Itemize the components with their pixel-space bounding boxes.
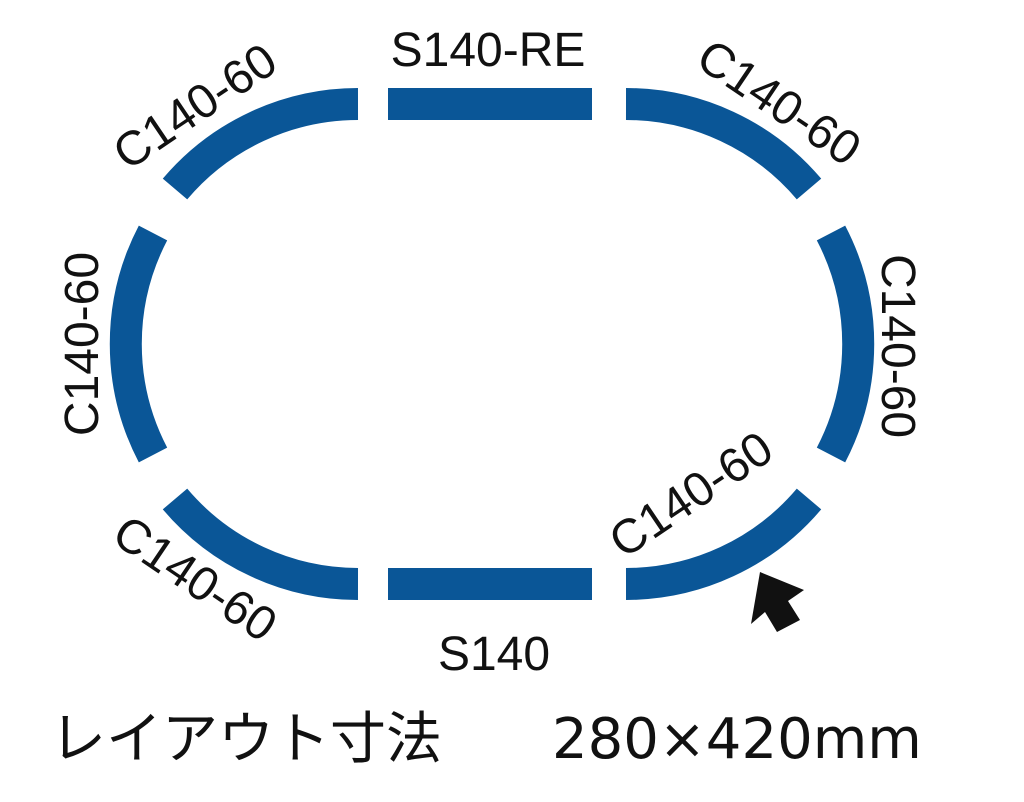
- layout-dimensions-label: レイアウト寸法: [50, 707, 442, 772]
- track-piece-curve-top-left: [162, 88, 359, 200]
- track-label-straight-bottom: S140: [438, 628, 550, 681]
- arrow-up-right-icon: [751, 572, 804, 632]
- track-piece-curve-mid-left: [109, 225, 168, 463]
- track-piece-curve-top-right: [625, 88, 822, 200]
- track-label-curve-mid-left: C140-60: [56, 252, 109, 436]
- track-piece-curve-mid-right: [816, 225, 875, 463]
- layout-dimensions-value: 280×420mm: [552, 707, 922, 772]
- track-label-curve-mid-right: C140-60: [871, 254, 924, 438]
- track-piece-curve-bottom-right: [625, 488, 822, 600]
- track-piece-curve-bottom-left: [162, 488, 359, 600]
- track-label-straight-top: S140-RE: [391, 24, 586, 77]
